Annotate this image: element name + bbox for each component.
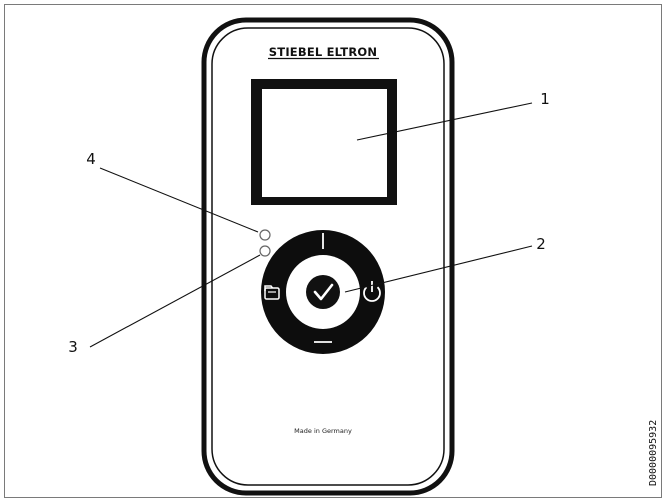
document-id: D0000095932: [648, 420, 659, 486]
callout-1: 1: [540, 90, 550, 108]
confirm-button[interactable]: [306, 275, 340, 309]
checkmark-icon: [313, 283, 334, 301]
power-icon[interactable]: [363, 281, 381, 302]
display-screen: [251, 79, 397, 205]
menu-folder-icon[interactable]: [264, 285, 280, 300]
leader-3: [89, 254, 261, 348]
callout-2: 2: [536, 235, 546, 253]
led-indicator-upper: [259, 229, 271, 241]
callout-4: 4: [86, 150, 96, 168]
led-indicator-lower: [259, 245, 271, 257]
leader-4: [99, 167, 259, 233]
brand-label: STIEBEL ELTRON: [269, 45, 377, 59]
made-in-label: Made in Germany: [294, 427, 352, 435]
figure-frame: [4, 4, 662, 498]
leader-1: [356, 102, 533, 141]
leader-2: [344, 245, 533, 293]
callout-leaders: [89, 102, 533, 348]
callout-3: 3: [68, 338, 78, 356]
